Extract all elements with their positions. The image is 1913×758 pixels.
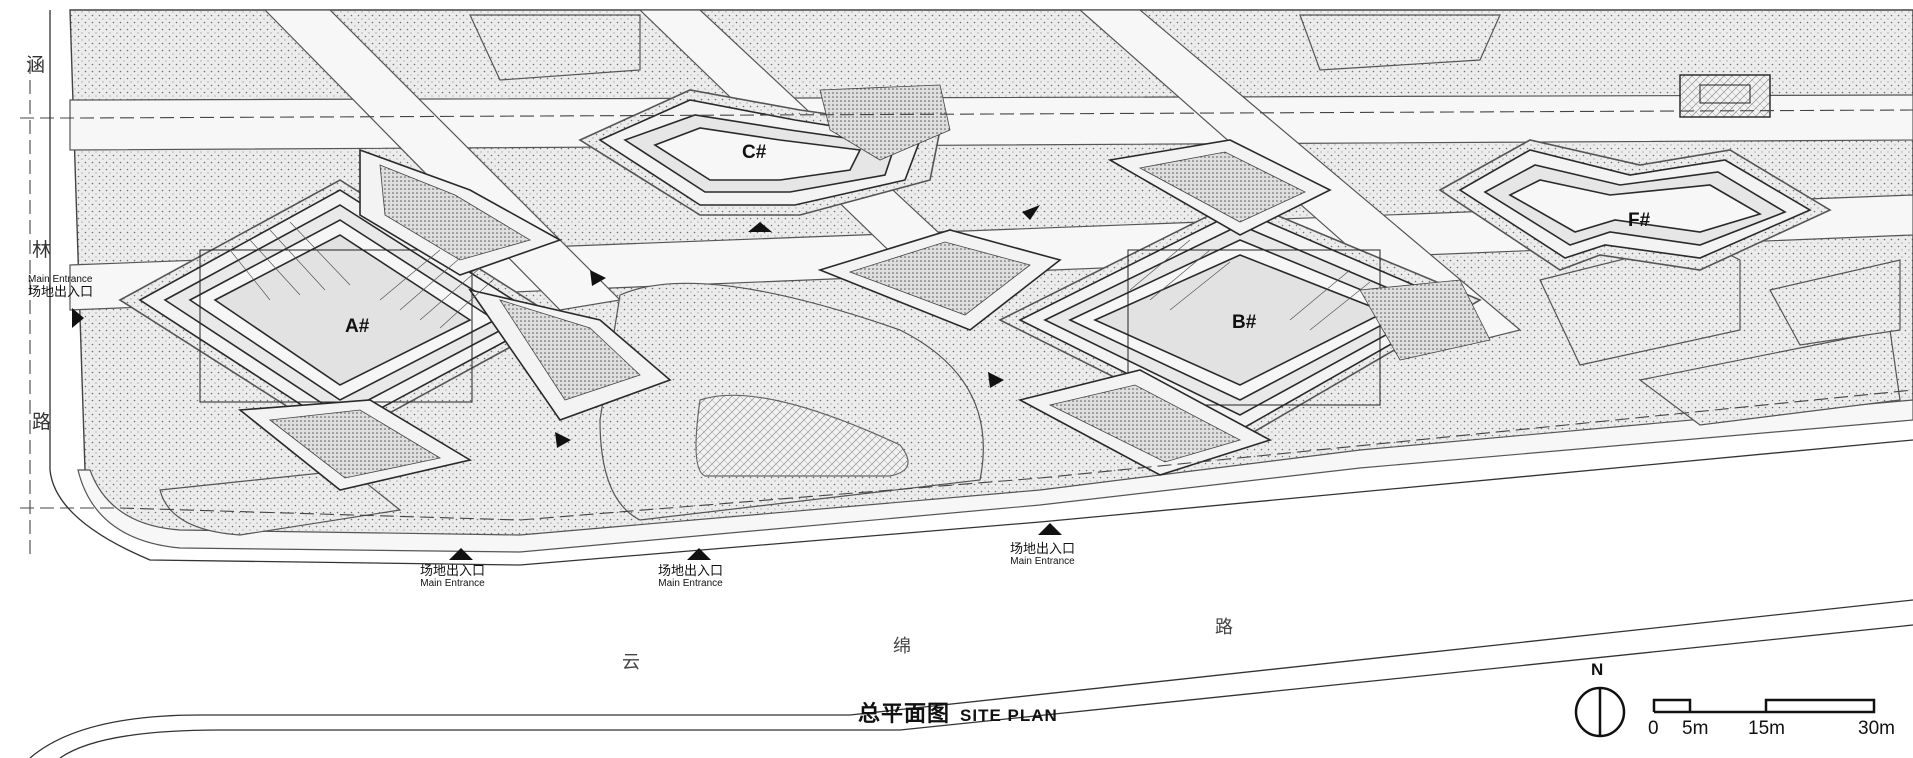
entrance-arrow-bottom-1 <box>449 548 473 560</box>
bottom-road-char-1: 云 <box>622 652 640 673</box>
drawing-title-cn: 总平面图 <box>858 701 951 726</box>
scale-bar <box>1652 698 1876 714</box>
entrance-label-cn: 场地出入口 <box>658 564 724 579</box>
entrance-label-cn: 场地出入口 <box>28 284 94 300</box>
scale-tick-0: 0 <box>1648 718 1659 739</box>
building-f <box>1438 139 1832 271</box>
perimeter <box>20 10 1913 758</box>
left-road-char-2: 林 <box>32 239 52 261</box>
left-road-char-1: 涵 <box>26 54 46 76</box>
lawn-blocks <box>159 14 1901 536</box>
north-label: N <box>1591 660 1604 679</box>
building-label-f: F# <box>1628 210 1651 231</box>
entrance-arrow-bottom-2 <box>687 548 711 560</box>
building-label-b: B# <box>1232 312 1257 333</box>
building-b <box>817 139 1491 476</box>
building-label-c: C# <box>742 142 767 163</box>
entrance-label-cn: 场地出入口 <box>420 564 486 579</box>
flow-arrow-1 <box>590 270 606 286</box>
building-label-a: A# <box>345 316 370 337</box>
entrance-label-bottom-2: 场地出入口 Main Entrance <box>658 565 723 589</box>
entrance-label-left: Main Entrance 场地出入口 <box>28 274 94 300</box>
entrance-arrow-left <box>72 308 84 328</box>
entrance-label-en: Main Entrance <box>28 274 93 285</box>
bottom-road-char-2: 绵 <box>893 636 911 657</box>
building-c <box>578 84 951 216</box>
entrance-label-bottom-1: 场地出入口 Main Entrance <box>420 565 485 589</box>
scale-tick-15m: 15m <box>1748 718 1785 739</box>
left-road-char-3: 路 <box>32 411 52 433</box>
entrance-label-en: Main Entrance <box>420 577 485 589</box>
building-a <box>118 148 672 491</box>
entrance-label-cn: 场地出入口 <box>1010 542 1076 557</box>
north-arrow <box>1574 686 1626 738</box>
flow-arrow-5 <box>988 372 1004 388</box>
drawing-title-en: SITE PLAN <box>960 706 1058 725</box>
entrance-label-en: Main Entrance <box>1010 555 1075 567</box>
flow-arrow-4 <box>1022 205 1040 220</box>
bottom-road-char-3: 路 <box>1215 617 1233 638</box>
flow-arrow-2 <box>555 432 571 448</box>
pavilion <box>1679 74 1771 118</box>
scale-tick-5m: 5m <box>1682 718 1709 739</box>
entrance-label-bottom-3: 场地出入口 Main Entrance <box>1010 543 1075 567</box>
drawing-title: 总平面图 SITE PLAN <box>858 696 1058 728</box>
scale-tick-30m: 30m <box>1858 718 1895 739</box>
flow-arrow-3 <box>748 222 772 232</box>
entrance-arrow-bottom-3 <box>1038 523 1062 535</box>
entrance-label-en: Main Entrance <box>658 577 723 589</box>
entrance-arrows[interactable] <box>72 205 1062 560</box>
